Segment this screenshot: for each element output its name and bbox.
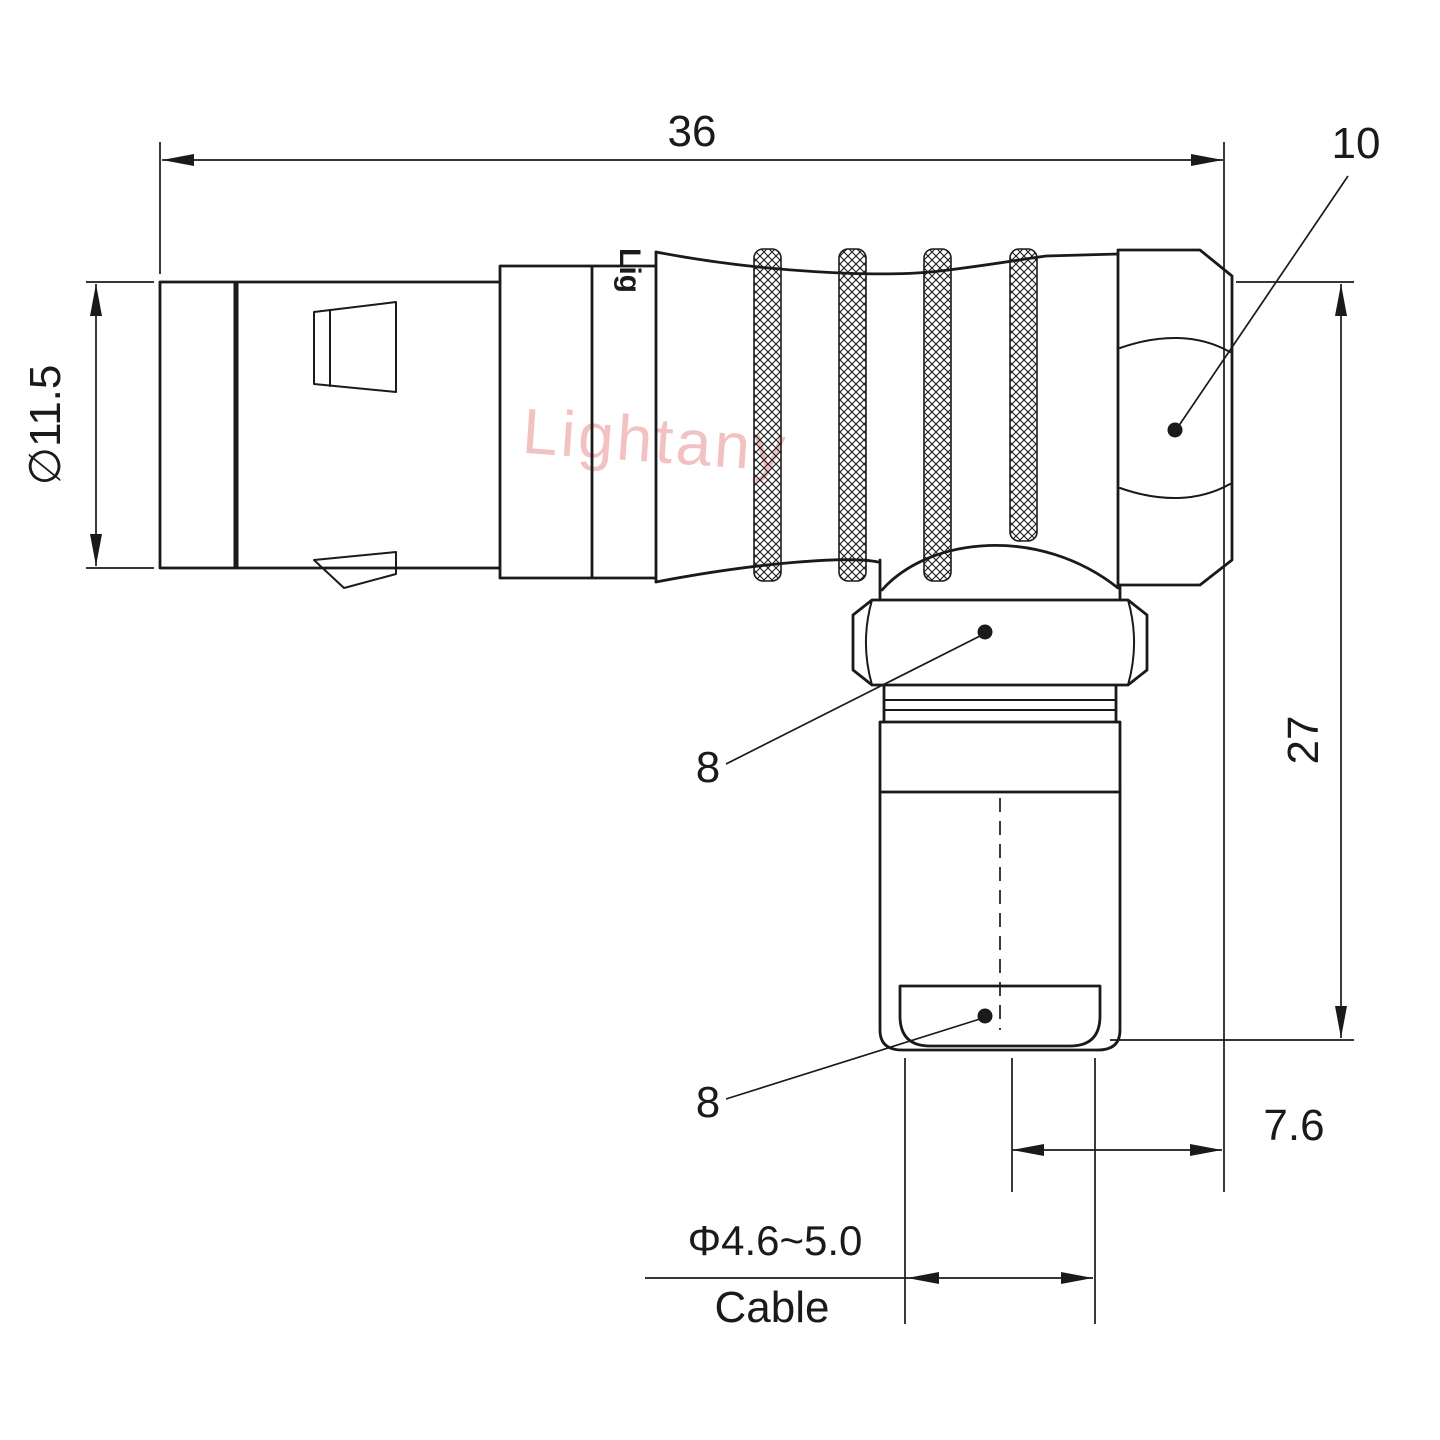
- dim-10-label: 10: [1332, 119, 1381, 168]
- dim-11-5-label: ∅11.5: [21, 365, 70, 486]
- dimension-flange-10: 10: [1177, 119, 1381, 428]
- dim-27-label: 27: [1279, 716, 1328, 765]
- knurl-band: [923, 248, 952, 582]
- cable-entry-cap: [898, 984, 1102, 1048]
- dim-36-label: 36: [668, 107, 717, 156]
- dimension-offset-7-6: 7.6: [1011, 1058, 1325, 1192]
- knurl-band: [753, 248, 782, 582]
- dimension-diameter-11-5: ∅11.5: [21, 281, 154, 569]
- knurl-grip: [654, 248, 1120, 584]
- elbow-transition: [878, 543, 1122, 602]
- mating-cylinder: [158, 280, 502, 589]
- connector-side-view: Lig: [158, 248, 1234, 1052]
- leader-8-hex-nut: 8: [696, 634, 983, 792]
- cable-label: Cable: [715, 1283, 830, 1332]
- knurl-band: [838, 248, 867, 582]
- knurl-band: [1009, 248, 1038, 542]
- hex-flange: [1116, 248, 1234, 587]
- nut-center-mark: [977, 624, 993, 640]
- dim-7-6-label: 7.6: [1263, 1101, 1324, 1150]
- dimension-height-27: 27: [1110, 281, 1354, 1041]
- latch-window: [313, 301, 397, 393]
- leader-8-cap-label: 8: [696, 1078, 720, 1127]
- cable-gland: [878, 683, 1122, 1052]
- elbow-hex-nut: [851, 598, 1149, 687]
- dimension-cable: Φ4.6~5.0 Cable: [645, 1058, 1096, 1332]
- leader-8-nut-label: 8: [696, 743, 720, 792]
- latch-tab: [313, 551, 397, 589]
- body-step-section: Lig: [498, 248, 658, 584]
- leader-8-cable-cap: 8: [696, 1018, 981, 1127]
- dim-cable-diameter-label: Φ4.6~5.0: [688, 1217, 863, 1264]
- dimension-length-36: 36: [159, 107, 1225, 1192]
- cap-center-mark: [977, 1008, 993, 1024]
- engraved-brand-text: Lig: [613, 248, 646, 293]
